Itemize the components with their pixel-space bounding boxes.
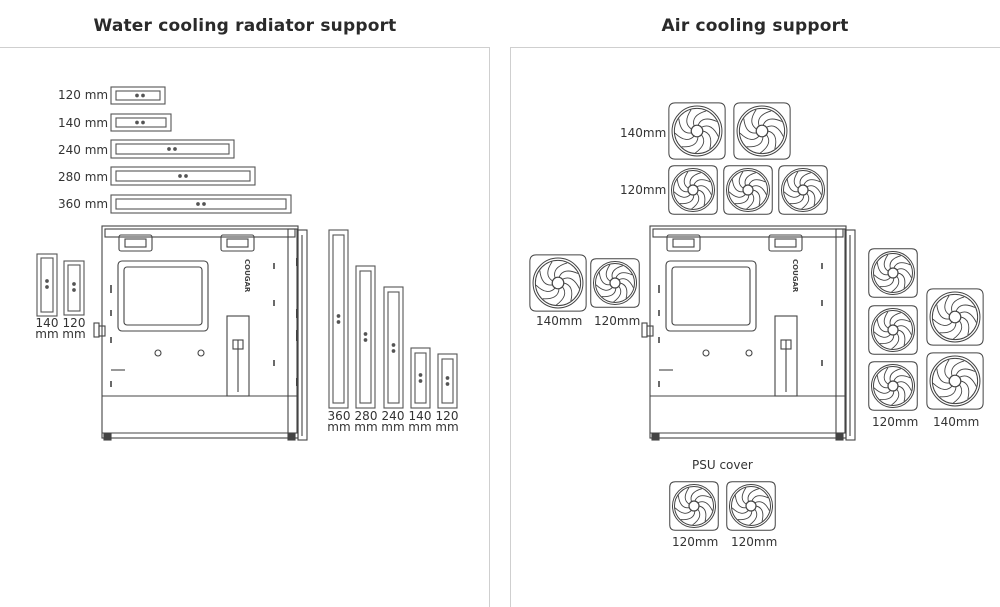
front-rad-140-num: 140 — [408, 409, 432, 423]
side-rad-140-num: 140 — [35, 316, 59, 330]
water-cooling-title: Water cooling radiator support — [93, 16, 397, 36]
top-rad-label-360: 360 mm — [58, 197, 109, 211]
front-rad-240-unit: mm — [381, 420, 405, 434]
air-cooling-drawing: COUGAR — [529, 102, 984, 531]
top-140-fan-1-icon — [668, 102, 726, 160]
rear-120-label: 120mm — [594, 314, 641, 328]
psu-cover-label: PSU cover — [692, 458, 753, 472]
top-rad-label-240: 240 mm — [58, 143, 109, 157]
water-cooling-panel — [0, 47, 490, 607]
case-logo-left: COUGAR — [243, 259, 251, 293]
front-rad-140 — [410, 347, 431, 409]
front-rad-label-120: 120 mm — [433, 409, 461, 434]
top-120-fan-1-icon — [668, 165, 718, 215]
front-rad-360-unit: mm — [327, 420, 351, 434]
front-120-label: 120mm — [872, 415, 919, 429]
air-cooling-panel — [510, 47, 1000, 607]
front-rad-280-num: 280 — [354, 409, 378, 423]
top-140-fan-2-icon — [733, 102, 791, 160]
pc-case-right — [641, 225, 856, 441]
bottom-120-fan-1-icon — [669, 481, 719, 531]
top-rad-120 — [110, 86, 166, 105]
front-140-fan-2-icon — [926, 352, 984, 410]
top-rad-label-280: 280 mm — [58, 170, 109, 184]
bottom-120-fan-2-icon — [726, 481, 776, 531]
air-cooling-title: Air cooling support — [661, 16, 849, 36]
front-rad-120-num: 120 — [435, 409, 459, 423]
rear-140-fan-icon — [529, 254, 587, 312]
front-rad-label-140: 140 mm — [406, 409, 434, 434]
front-rad-240-num: 240 — [381, 409, 405, 423]
side-rad-140 — [36, 253, 58, 317]
front-140-fan-1-icon — [926, 288, 984, 346]
bottom-right-120-label: 120mm — [731, 535, 778, 549]
case-logo-right: COUGAR — [791, 259, 799, 293]
top-rad-140 — [110, 113, 172, 132]
front-140-label: 140mm — [933, 415, 980, 429]
water-cooling-drawing: COUGAR — [36, 86, 458, 441]
front-rad-280-unit: mm — [354, 420, 378, 434]
front-rad-240 — [383, 286, 404, 409]
front-rad-label-360: 360 mm — [325, 409, 353, 434]
front-rad-label-280: 280 mm — [352, 409, 380, 434]
side-rad-label-140: 140 mm — [33, 316, 61, 341]
top-rad-label-140: 140 mm — [58, 116, 109, 130]
top-120-fan-2-icon — [723, 165, 773, 215]
side-rad-120 — [63, 260, 85, 316]
top-120-fan-3-icon — [778, 165, 828, 215]
front-120-fan-2-icon — [868, 305, 918, 355]
pc-case-left — [93, 225, 308, 441]
rear-140-label: 140mm — [536, 314, 583, 328]
top-rad-label-120: 120 mm — [58, 88, 109, 102]
side-rad-140-unit: mm — [35, 327, 59, 341]
rear-120-fan-icon — [590, 258, 640, 308]
top-140-label: 140mm — [620, 126, 667, 140]
top-rad-280 — [110, 166, 256, 186]
top-rad-240 — [110, 139, 235, 159]
front-rad-label-240: 240 mm — [379, 409, 407, 434]
side-rad-120-num: 120 — [62, 316, 86, 330]
front-rad-120 — [437, 353, 458, 409]
top-120-label: 120mm — [620, 183, 667, 197]
top-rad-360 — [110, 194, 292, 214]
bottom-left-120-label: 120mm — [672, 535, 719, 549]
front-rad-280 — [355, 265, 376, 409]
side-rad-120-unit: mm — [62, 327, 86, 341]
front-120-fan-3-icon — [868, 361, 918, 411]
side-rad-label-120: 120 mm — [60, 316, 88, 341]
front-120-fan-1-icon — [868, 248, 918, 298]
front-rad-360 — [328, 229, 349, 409]
front-rad-120-unit: mm — [435, 420, 459, 434]
front-rad-140-unit: mm — [408, 420, 432, 434]
front-rad-360-num: 360 — [327, 409, 351, 423]
